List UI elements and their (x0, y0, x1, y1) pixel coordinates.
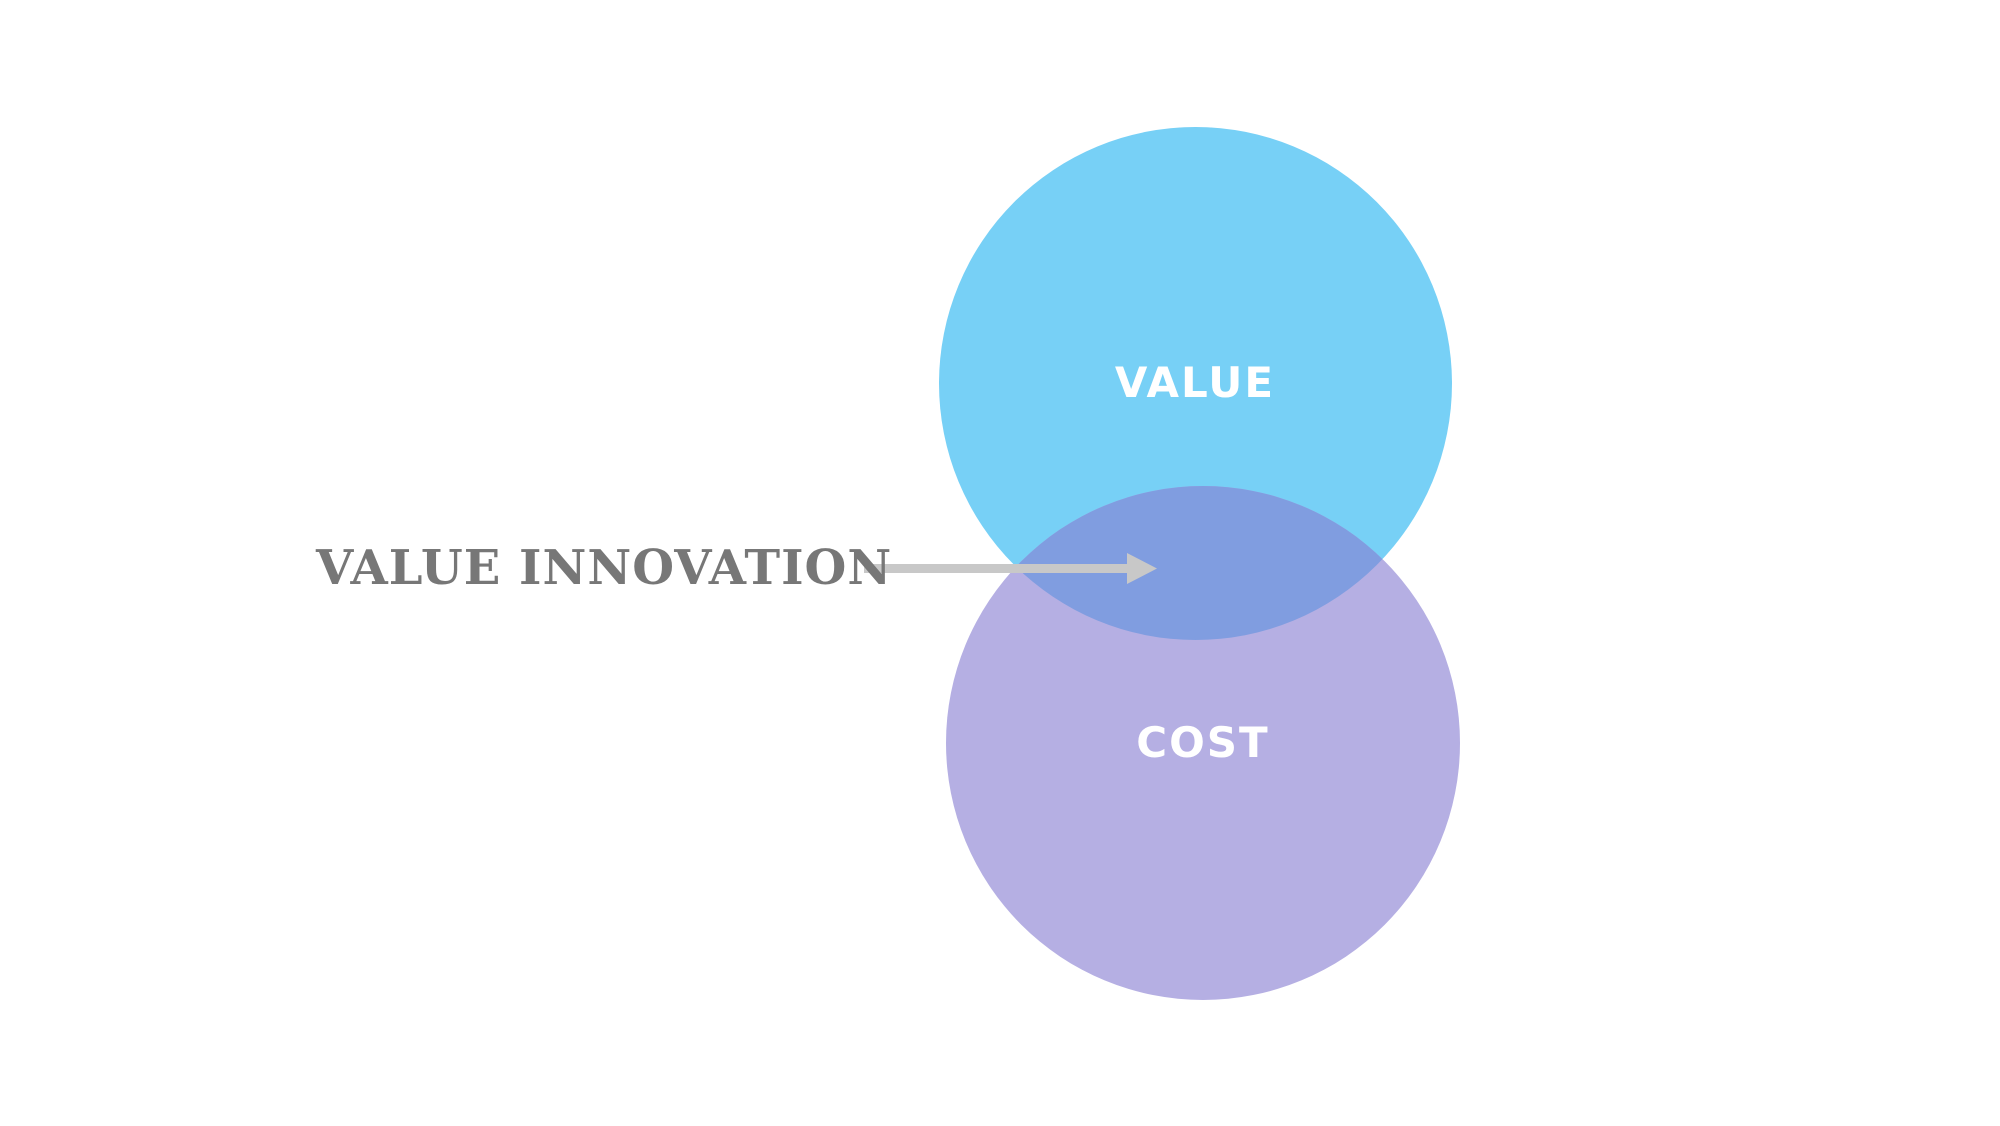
value-label: VALUE (1114, 358, 1276, 407)
arrow-icon (864, 553, 1157, 584)
value-innovation-label: VALUE INNOVATION (316, 540, 893, 596)
cost-label: COST (1136, 718, 1270, 767)
